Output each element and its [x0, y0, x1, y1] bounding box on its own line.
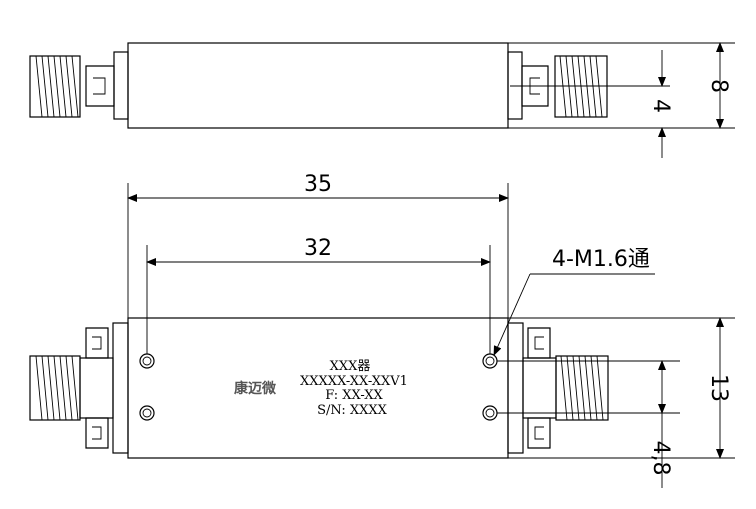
top-left-connector	[29, 51, 129, 120]
front-view: 35 32 4-M1.6通 13	[29, 172, 735, 488]
top-right-connector	[507, 51, 608, 120]
hole-callout-text: 4-M1.6通	[552, 247, 650, 272]
label-line-3: F: XX-XX	[325, 388, 383, 403]
label-line-4: S/N: XXXX	[317, 403, 387, 418]
brand-logo: 康迈微	[234, 380, 277, 397]
hole-callout: 4-M1.6通	[493, 247, 655, 356]
label-line-1: XXX器	[330, 359, 371, 374]
top-body	[127, 42, 509, 129]
dimension-13: 13	[508, 317, 735, 459]
dimension-4-text: 4	[648, 99, 673, 113]
dimension-32: 32	[146, 236, 491, 354]
dimension-35: 35	[127, 172, 509, 318]
dimension-13-text: 13	[706, 374, 731, 402]
front-left-connector	[29, 322, 129, 454]
dimension-35-text: 35	[304, 172, 332, 197]
top-view: 8 4	[29, 42, 735, 158]
dimension-4-8: 4,8	[497, 360, 680, 488]
label-line-2: XXXXX-XX-XXV1	[300, 374, 408, 389]
front-right-connector	[507, 322, 609, 454]
dimension-8-text: 8	[706, 79, 731, 93]
dimension-4-8-text: 4,8	[648, 441, 673, 476]
mounting-holes	[139, 353, 498, 421]
dimension-32-text: 32	[304, 236, 332, 261]
dimension-8: 8	[508, 42, 735, 129]
product-label: XXX器 XXXXX-XX-XXV1 F: XX-XX S/N: XXXX 康迈…	[234, 359, 408, 418]
dimension-4: 4	[510, 50, 673, 158]
